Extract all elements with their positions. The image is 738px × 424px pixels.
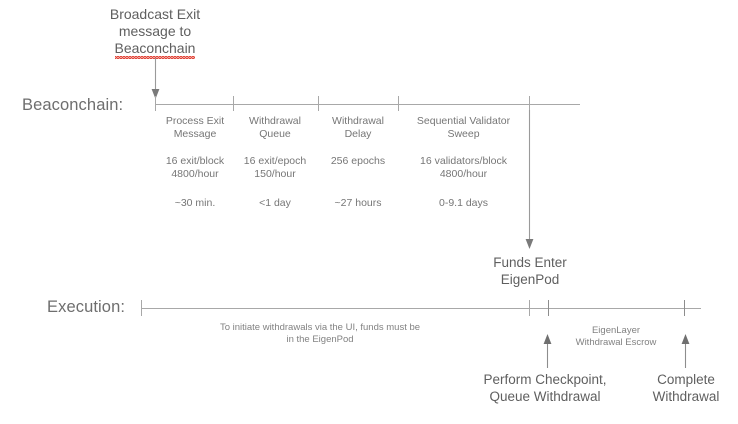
phase-0-rate-line2: 4800/hour: [171, 168, 219, 180]
escrow-note-line1: EigenLayer: [591, 325, 641, 336]
execution-tick-complete: [684, 300, 685, 316]
execution-axis-line: [141, 308, 701, 309]
phase-2-rate-line1: 256 epochs: [330, 155, 386, 167]
broadcast-exit-line3: Beaconchain: [114, 40, 196, 59]
broadcast-exit-note: Broadcast Exit message to Beaconchain: [55, 6, 255, 59]
phase-0-rate-line1: 16 exit/block: [165, 155, 225, 167]
funds-enter-line1: Funds Enter: [493, 255, 567, 270]
funds-enter-eigenpod-arrow: [525, 110, 534, 249]
phase-0-duration: ~30 min.: [174, 197, 216, 209]
phase-3-rate-line1: 16 validators/block: [420, 155, 507, 167]
execution-tick-checkpoint: [548, 300, 549, 316]
phase-3-rate-line2: 4800/hour: [439, 168, 488, 180]
beaconchain-tick-4: [529, 96, 530, 111]
phase-3-title-line2: Sweep: [447, 128, 480, 140]
perform-checkpoint-arrow: [543, 334, 552, 368]
phase-1-title: Withdrawal Queue: [231, 115, 319, 141]
beaconchain-tick-3: [398, 96, 399, 111]
phase-3-title-line1: Sequential Validator: [416, 115, 511, 127]
funds-enter-eigenpod-label: Funds Enter EigenPod: [455, 254, 605, 288]
perform-checkpoint-line2: Queue Withdrawal: [489, 389, 601, 404]
broadcast-exit-line1: Broadcast Exit: [109, 6, 201, 22]
phase-1-title-line2: Queue: [259, 128, 291, 140]
execution-ui-note-line1: To initiate withdrawals via the UI, fund…: [219, 322, 421, 333]
phase-2-title-line1: Withdrawal: [332, 115, 384, 127]
phase-0-title: Process Exit Message: [150, 115, 240, 141]
phase-1-duration: <1 day: [259, 197, 291, 209]
complete-withdrawal-line1: Complete: [657, 372, 715, 387]
phase-0-title-line1: Process Exit: [165, 115, 225, 127]
complete-withdrawal-label: Complete Withdrawal: [634, 371, 738, 405]
phase-2-title-line2: Delay: [344, 128, 372, 140]
phase-3-title: Sequential Validator Sweep: [397, 115, 530, 141]
beaconchain-axis-line: [155, 104, 580, 105]
execution-ui-note-line2: in the EigenPod: [286, 334, 354, 345]
phase-0-rate: 16 exit/block 4800/hour: [150, 155, 240, 181]
phase-0-title-line2: Message: [173, 128, 217, 140]
escrow-note-line2: Withdrawal Escrow: [575, 337, 657, 348]
phase-3-rate: 16 validators/block 4800/hour: [397, 155, 530, 181]
broadcast-to-timeline-arrow: [151, 58, 160, 99]
beaconchain-tick-1: [233, 96, 234, 111]
phase-3-duration: 0-9.1 days: [438, 197, 489, 209]
beaconchain-tick-2: [318, 96, 319, 111]
perform-checkpoint-label: Perform Checkpoint, Queue Withdrawal: [455, 371, 635, 405]
phase-2-title: Withdrawal Delay: [316, 115, 400, 141]
complete-withdrawal-line2: Withdrawal: [652, 389, 720, 404]
phase-1-rate-line2: 150/hour: [254, 168, 296, 180]
beaconchain-tick-0: [155, 96, 156, 111]
phase-2-rate: 256 epochs: [316, 155, 400, 168]
funds-enter-line2: EigenPod: [500, 272, 560, 287]
phase-2-duration: ~27 hours: [334, 197, 382, 209]
phase-1-rate-line1: 16 exit/epoch: [243, 155, 307, 167]
execution-tick-funds-arrive: [529, 300, 530, 316]
execution-ui-note: To initiate withdrawals via the UI, fund…: [180, 322, 460, 346]
perform-checkpoint-line1: Perform Checkpoint,: [483, 372, 607, 387]
complete-withdrawal-arrow: [681, 334, 690, 368]
execution-tick-start: [141, 300, 142, 316]
phase-1-rate: 16 exit/epoch 150/hour: [231, 155, 319, 181]
eigenlayer-escrow-note: EigenLayer Withdrawal Escrow: [552, 325, 680, 349]
execution-lane-label: Execution:: [47, 298, 126, 316]
beaconchain-lane-label: Beaconchain:: [22, 96, 124, 114]
phase-1-title-line1: Withdrawal: [249, 115, 301, 127]
broadcast-exit-line2: message to: [118, 23, 192, 39]
